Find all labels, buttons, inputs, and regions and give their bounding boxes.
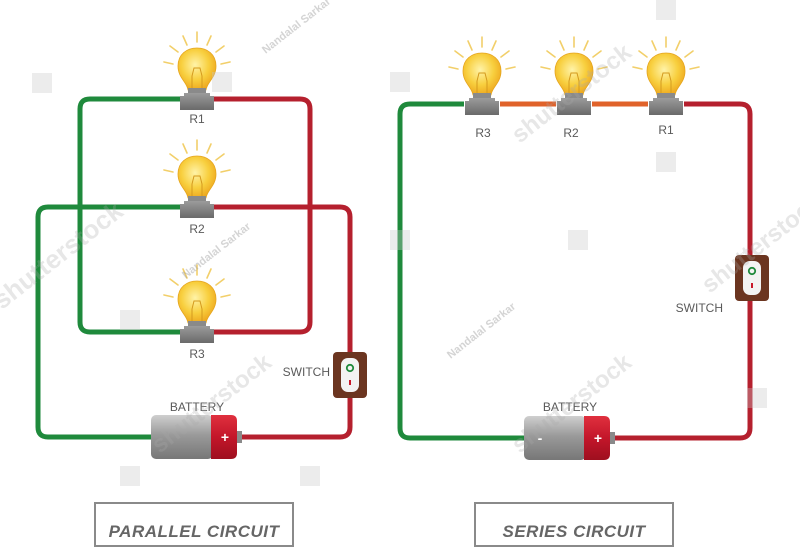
switch-label: SWITCH [283,365,330,379]
bulb-label-r3: R3 [189,347,205,361]
battery-label: BATTERY [170,400,224,414]
bulb-label-r3: R3 [475,126,491,140]
parallel-circuit-title-box: PARALLEL CIRCUIT [94,502,294,547]
series-circuit-title: SERIES CIRCUIT [502,522,646,541]
watermark-logo [300,466,320,486]
battery-minus-sign: - [538,430,543,446]
watermark-logo [656,0,676,20]
watermark-logo [656,152,676,172]
battery-plus-sign: + [594,430,602,446]
watermark-logo [747,388,767,408]
battery-plus-sign: + [221,429,229,445]
parallel-circuit-title: PARALLEL CIRCUIT [108,522,280,541]
bulb-label-r1: R1 [658,123,674,137]
switch-label: SWITCH [676,301,723,315]
parallel-negative-rail-inner [77,96,180,335]
parallel-positive-rail-outer [214,204,353,440]
circuit-diagrams: R1 R2 R3 SWITCH BATTERY + R3 R2 R1 SWITC… [35,31,770,460]
parallel-circuit: R1 R2 R3 SWITCH BATTERY + [35,31,368,459]
switch-icon [734,254,770,302]
bulb-label-r2: R2 [189,222,205,236]
series-positive-wire [614,101,753,441]
parallel-positive-rail-inner [214,96,313,335]
series-circuit: R3 R2 R1 SWITCH BATTERY - + [397,36,770,460]
bulb-label-r1: R1 [189,112,205,126]
series-circuit-title-box: SERIES CIRCUIT [474,502,674,547]
parallel-negative-rail-outer [35,204,180,440]
watermark-logo [568,230,588,250]
battery-label: BATTERY [543,400,597,414]
watermark-logo [120,310,140,330]
bulb-label-r2: R2 [563,126,579,140]
watermark-logo [32,73,52,93]
switch-icon [332,351,368,399]
watermark-logo [390,72,410,92]
watermark-logo [212,72,232,92]
series-negative-wire [397,101,524,441]
watermark-logo [390,230,410,250]
watermark-logo [120,466,140,486]
